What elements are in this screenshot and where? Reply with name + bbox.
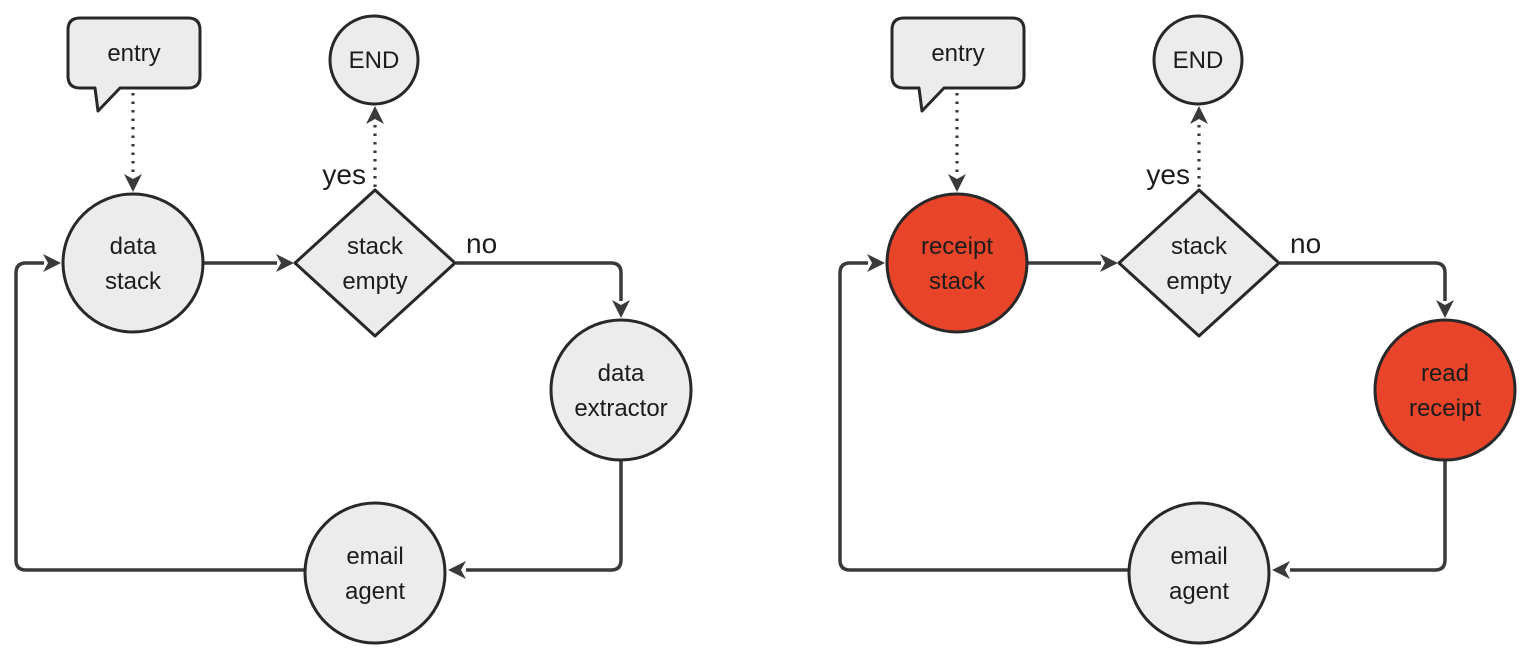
agent-node [303, 501, 447, 645]
reader-label-line1: data [598, 360, 645, 387]
yes-edge-label: yes [322, 159, 366, 190]
stack-node [885, 192, 1029, 334]
reader-to-agent-edge [1290, 460, 1447, 572]
end-node [1152, 14, 1244, 106]
decision-label-line2: empty [1166, 268, 1231, 295]
reader-to-agent-edge [466, 460, 623, 572]
agent-label-line2: agent [1169, 578, 1229, 605]
arrowhead-up-icon [366, 106, 384, 124]
yes-edge-label: yes [1146, 159, 1190, 190]
decision-label-line2: empty [342, 268, 407, 295]
decision-to-reader-edge [1280, 261, 1447, 301]
agent-node [1127, 501, 1271, 645]
agent-to-stack-edge [838, 261, 1129, 572]
arrowhead-right-icon [43, 254, 61, 272]
stack-label-line1: receipt [921, 233, 993, 260]
entry-node [890, 16, 1026, 113]
reader-label-line1: read [1421, 360, 1469, 387]
flowchart-left: yes no entry END data stack stack empty … [14, 14, 693, 645]
stack-label-line2: stack [105, 268, 162, 295]
arrowhead-up-icon [1190, 106, 1208, 124]
decision-to-reader-edge [456, 261, 623, 301]
agent-label-line1: email [1170, 543, 1227, 570]
arrowhead-right-icon [1100, 254, 1118, 272]
reader-label-line2: receipt [1409, 395, 1481, 422]
decision-label-line1: stack [347, 233, 404, 260]
arrowhead-left-icon [1272, 561, 1290, 579]
arrowhead-down-icon [948, 174, 966, 192]
arrowhead-right-icon [867, 254, 885, 272]
reader-node [1373, 318, 1517, 462]
entry-label: entry [107, 40, 160, 67]
end-label: END [349, 47, 400, 74]
reader-label-line2: extractor [574, 395, 667, 422]
decision-node [293, 188, 457, 338]
entry-label: entry [931, 40, 984, 67]
reader-node [549, 318, 693, 462]
stack-node [61, 192, 205, 334]
stack-label-line1: data [110, 233, 157, 260]
arrowhead-down-icon [124, 174, 142, 192]
end-label: END [1173, 47, 1224, 74]
flowchart-right: yes no entry END receipt stack stack emp… [838, 14, 1517, 645]
decision-node [1117, 188, 1281, 338]
arrowhead-down-icon [612, 300, 630, 318]
arrowhead-left-icon [448, 561, 466, 579]
decision-label-line1: stack [1171, 233, 1228, 260]
entry-node [66, 16, 202, 113]
arrowhead-down-icon [1436, 300, 1454, 318]
agent-label-line1: email [346, 543, 403, 570]
no-edge-label: no [466, 228, 497, 259]
agent-label-line2: agent [345, 578, 405, 605]
agent-to-stack-edge [14, 261, 305, 572]
no-edge-label: no [1290, 228, 1321, 259]
end-node [328, 14, 420, 106]
stack-label-line2: stack [929, 268, 986, 295]
arrowhead-right-icon [276, 254, 294, 272]
